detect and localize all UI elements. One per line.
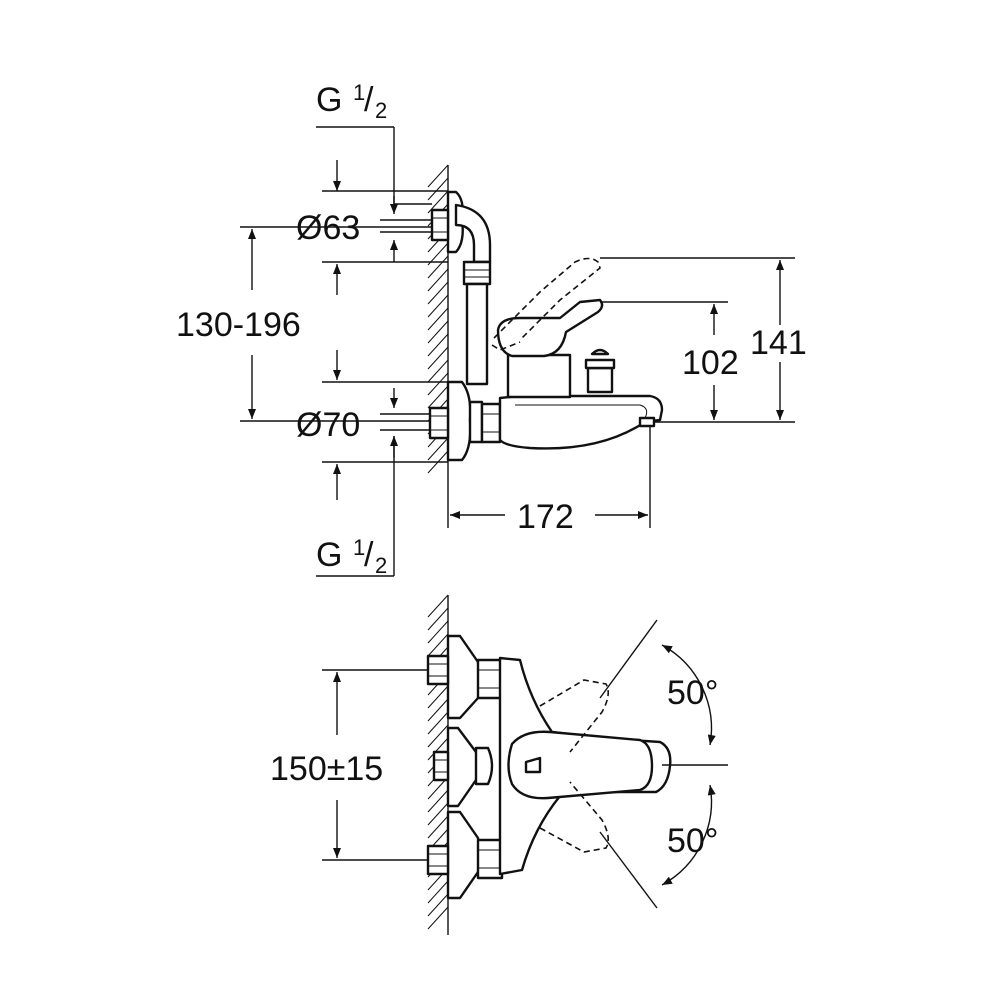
wall-hatch-line bbox=[427, 268, 449, 292]
diameter-70-dim: Ø70 bbox=[296, 388, 430, 458]
spacing-dim-side: 130-196 bbox=[176, 226, 448, 422]
wall-hatch-line bbox=[427, 437, 449, 461]
wall-hatch-line bbox=[427, 906, 449, 930]
wall-hatch-line bbox=[427, 372, 449, 396]
height-dims: 102 141 bbox=[600, 257, 807, 423]
diameter-63-dim: Ø63 bbox=[296, 196, 432, 262]
wall-hatch-line bbox=[427, 320, 449, 344]
wall-hatch-line bbox=[427, 281, 449, 305]
diameter-70-label: Ø70 bbox=[296, 406, 360, 444]
thread-top-label: G 1 / 2 bbox=[316, 80, 448, 205]
thread-bottom-den: 2 bbox=[375, 553, 387, 578]
wall-hatch-line bbox=[427, 307, 449, 331]
thread-bottom-prefix: G bbox=[316, 536, 342, 574]
wall-hatch-line bbox=[427, 685, 449, 709]
overall-height-label: 141 bbox=[750, 324, 807, 362]
fraction-slash: / bbox=[364, 536, 374, 574]
wall-hatch-line bbox=[427, 620, 449, 644]
center-distance-label: 150±15 bbox=[270, 750, 383, 788]
projection-dim: 172 bbox=[447, 426, 651, 536]
wall-hatch-line bbox=[427, 177, 449, 201]
mixer-body-top bbox=[498, 656, 672, 876]
wall-hatch-line bbox=[427, 893, 449, 917]
thread-bottom-label: G 1 / 2 bbox=[316, 436, 448, 578]
bottom-escutcheon bbox=[428, 380, 502, 462]
wall-hatch-line bbox=[427, 294, 449, 318]
mixer-body-side bbox=[491, 257, 664, 450]
lever-angle-dims: 50° 50° bbox=[599, 619, 728, 909]
wall-hatch-line bbox=[427, 164, 449, 188]
wall-hatch-line bbox=[427, 255, 449, 279]
thread-top-num: 1 bbox=[353, 80, 365, 105]
diameter-63-label: Ø63 bbox=[296, 209, 360, 247]
top-view: 150±15 50° 50° bbox=[270, 594, 728, 935]
wall-hatch-line bbox=[427, 359, 449, 383]
wall-hatch-line bbox=[427, 346, 449, 370]
fraction-slash: / bbox=[364, 81, 374, 119]
wall-hatch-line bbox=[427, 633, 449, 657]
wall-hatch-line bbox=[427, 333, 449, 357]
wall-hatch-line bbox=[427, 737, 449, 761]
wall-hatch-line bbox=[427, 698, 449, 722]
center-distance-dim: 150±15 bbox=[270, 669, 428, 861]
side-view: G 1 / 2 Ø63 130-196 bbox=[176, 80, 807, 578]
wall-hatch-line bbox=[427, 594, 449, 618]
wall-hatch-line bbox=[427, 880, 449, 904]
angle-up-label: 50° bbox=[667, 674, 718, 712]
angle-down-label: 50° bbox=[667, 822, 718, 860]
lever-height-label: 102 bbox=[682, 344, 739, 382]
thread-top-prefix: G bbox=[316, 81, 342, 119]
wall-hatch-line bbox=[427, 802, 449, 826]
spacing-range-label: 130-196 bbox=[176, 306, 301, 344]
top-escutcheons bbox=[426, 634, 504, 900]
wall-hatch-line bbox=[427, 724, 449, 748]
wall-hatch-line bbox=[427, 789, 449, 813]
wall-hatch-line bbox=[427, 711, 449, 735]
thread-top-den: 2 bbox=[375, 98, 387, 123]
wall-hatch-line bbox=[427, 385, 449, 409]
thread-bottom-num: 1 bbox=[353, 535, 365, 560]
wall-hatch-line bbox=[427, 815, 449, 839]
wall-hatch-line bbox=[427, 607, 449, 631]
supply-pipe bbox=[454, 203, 492, 386]
projection-label: 172 bbox=[517, 498, 574, 536]
